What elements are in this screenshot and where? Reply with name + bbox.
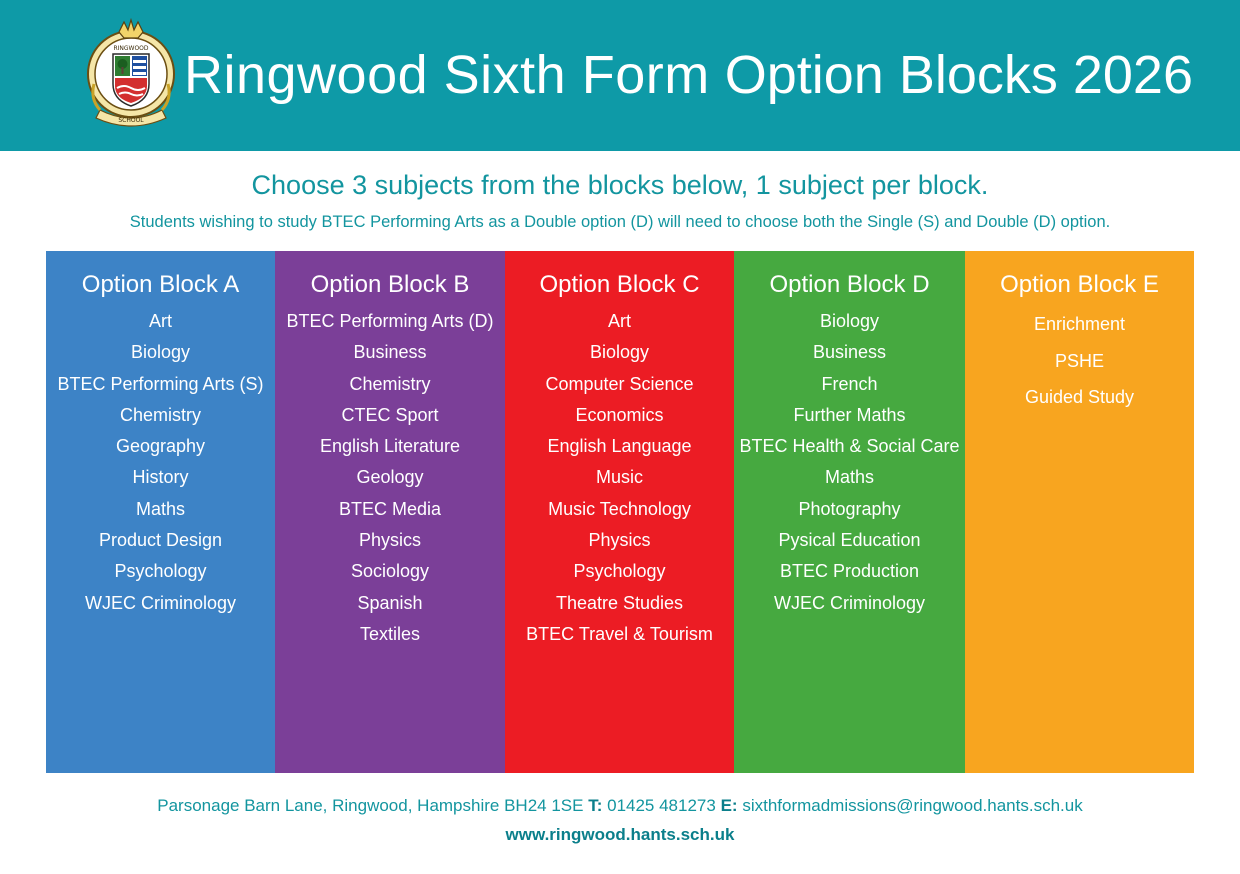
- option-block-b: Option Block B BTEC Performing Arts (D) …: [275, 251, 505, 773]
- instructions-heading: Choose 3 subjects from the blocks below,…: [251, 170, 989, 200]
- subject-item: Chemistry: [119, 404, 201, 425]
- subject-item: Product Design: [98, 530, 223, 551]
- website-link[interactable]: www.ringwood.hants.sch.uk: [505, 825, 735, 844]
- page-title: Ringwood Sixth Form Option Blocks 2026: [184, 40, 1193, 110]
- subject-item: Computer Science: [545, 373, 694, 394]
- address-text: Parsonage Barn Lane, Ringwood, Hampshire…: [157, 796, 584, 815]
- subject-item: WJEC Criminology: [773, 592, 926, 613]
- header-banner: RINGWOOD SCHOOL Ringwood Sixth Form Opti…: [0, 0, 1240, 151]
- block-title: Option Block E: [1000, 271, 1159, 298]
- subject-item: Pysical Education: [778, 530, 921, 551]
- email-label: E:: [720, 796, 738, 815]
- footer-contact: Parsonage Barn Lane, Ringwood, Hampshire…: [0, 794, 1240, 818]
- title-light: Ringwood Sixth Form: [184, 45, 710, 105]
- subject-item: Physics: [358, 530, 421, 551]
- school-crest-logo: RINGWOOD SCHOOL: [87, 17, 175, 127]
- subject-item: BTEC Health & Social Care: [739, 436, 960, 457]
- subject-item: English Literature: [319, 436, 461, 457]
- subject-item: Photography: [798, 498, 901, 519]
- phone-number[interactable]: 01425 481273: [607, 796, 716, 815]
- subject-item: BTEC Performing Arts (D): [286, 311, 494, 331]
- subject-item: Psychology: [573, 561, 666, 582]
- block-title: Option Block C: [539, 271, 700, 298]
- subject-item: CTEC Sport: [341, 404, 439, 425]
- subject-item: Music Technology: [548, 498, 691, 519]
- subject-item: BTEC Performing Arts (S): [57, 373, 264, 394]
- email-address[interactable]: sixthformadmissions@ringwood.hants.sch.u…: [742, 796, 1083, 815]
- subject-item: WJEC Criminology: [84, 592, 237, 613]
- subject-item: Economics: [575, 404, 664, 425]
- block-title: Option Block D: [769, 271, 930, 298]
- svg-text:SCHOOL: SCHOOL: [118, 117, 144, 124]
- option-blocks: Option Block A Art Biology BTEC Performi…: [46, 251, 1194, 773]
- subject-item: Geography: [115, 436, 206, 457]
- subject-item: Biology: [589, 342, 650, 363]
- subject-item: Business: [812, 342, 887, 363]
- option-block-e: Option Block E Enrichment PSHE Guided St…: [965, 251, 1194, 773]
- subject-item: Art: [607, 311, 631, 331]
- subject-item: Maths: [824, 467, 875, 488]
- subject-item: Further Maths: [793, 404, 906, 425]
- instructions-note: Students wishing to study BTEC Performin…: [129, 213, 1111, 231]
- block-title: Option Block A: [81, 271, 240, 298]
- subject-item: Physics: [588, 530, 651, 551]
- block-title: Option Block B: [310, 271, 470, 298]
- subject-item: Chemistry: [349, 373, 431, 394]
- subject-item: Theatre Studies: [555, 592, 684, 613]
- subject-item: BTEC Production: [779, 561, 920, 582]
- subject-item: BTEC Media: [338, 498, 442, 519]
- svg-text:RINGWOOD: RINGWOOD: [113, 45, 148, 52]
- subject-item: Maths: [135, 498, 186, 519]
- subject-item: Textiles: [359, 623, 421, 644]
- subject-item: Psychology: [114, 561, 207, 582]
- subject-item: Enrichment: [1033, 314, 1126, 334]
- subject-item: Spanish: [357, 592, 423, 613]
- subject-item: Biology: [819, 311, 880, 331]
- subject-item: Guided Study: [1024, 387, 1135, 407]
- subject-item: History: [132, 467, 189, 488]
- phone-label: T:: [588, 796, 603, 815]
- option-block-c: Option Block C Art Biology Computer Scie…: [505, 251, 734, 773]
- subject-item: Biology: [130, 342, 191, 363]
- subject-item: Sociology: [350, 561, 430, 582]
- subject-item: French: [821, 373, 878, 394]
- option-block-d: Option Block D Biology Business French F…: [734, 251, 965, 773]
- subject-item: PSHE: [1054, 350, 1105, 371]
- option-block-a: Option Block A Art Biology BTEC Performi…: [46, 251, 275, 773]
- subject-item: BTEC Travel & Tourism: [526, 623, 713, 644]
- subject-item: Business: [353, 342, 427, 363]
- subject-item: Art: [148, 311, 172, 331]
- subject-item: Music: [595, 467, 643, 488]
- subject-item: English Language: [547, 436, 692, 457]
- title-bold: Option Blocks 2026: [724, 45, 1193, 105]
- subject-item: Geology: [356, 467, 424, 488]
